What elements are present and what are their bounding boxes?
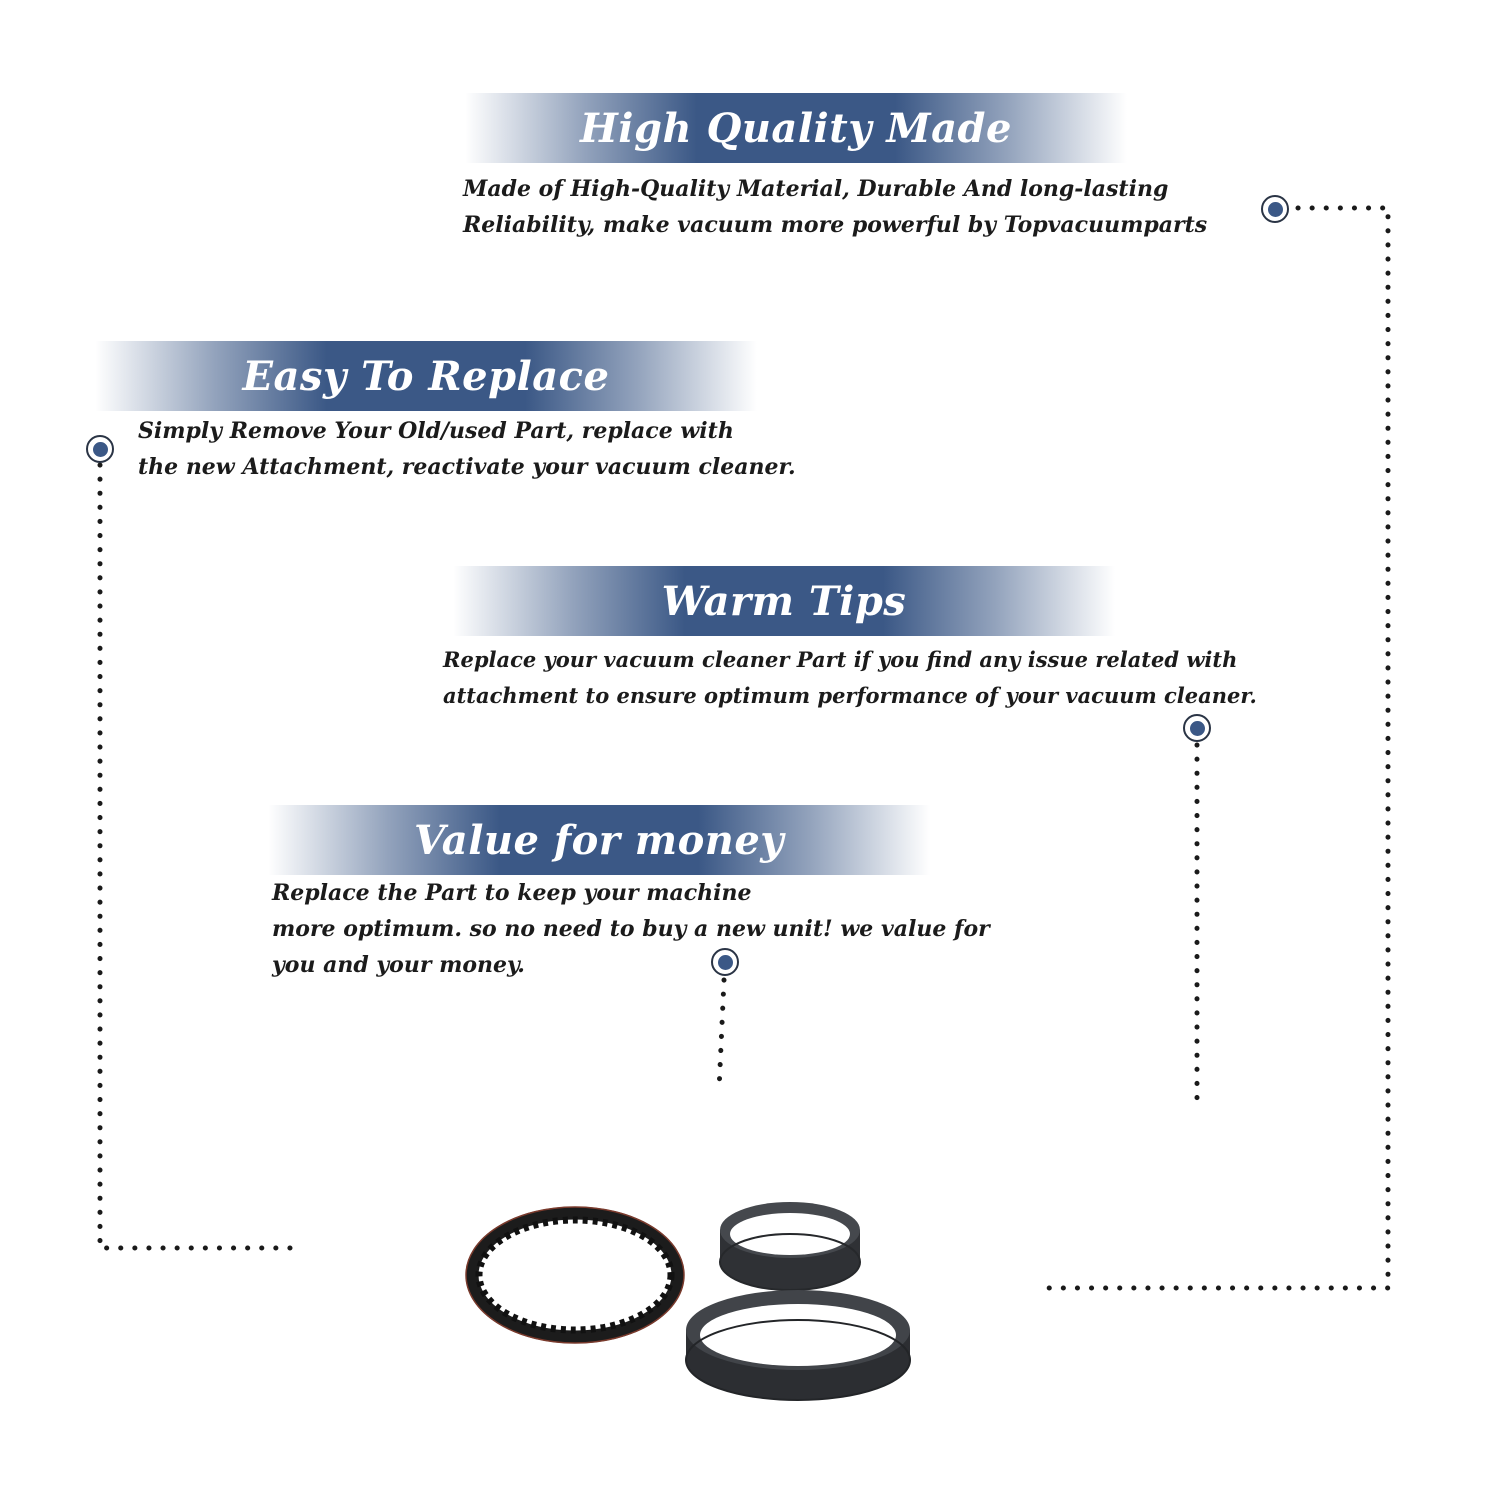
banner-high-quality: High Quality Made xyxy=(465,93,1127,163)
banner-title-high-quality: High Quality Made xyxy=(580,104,1012,152)
banner-easy-replace: Easy To Replace xyxy=(95,341,757,411)
bullet-high-quality xyxy=(1261,195,1289,223)
banner-value-money: Value for money xyxy=(268,805,930,875)
toothed-belt xyxy=(465,1206,685,1344)
bullet-easy-replace xyxy=(86,435,114,463)
desc-easy-replace-line1: Simply Remove Your Old/used Part, replac… xyxy=(138,418,734,444)
desc-easy-replace: Simply Remove Your Old/used Part, replac… xyxy=(138,413,796,485)
desc-easy-replace-line2: the new Attachment, reactivate your vacu… xyxy=(138,454,796,480)
bullet-warm-tips xyxy=(1183,714,1211,742)
desc-warm-tips-line2: attachment to ensure optimum performance… xyxy=(443,683,1257,708)
desc-warm-tips-line1: Replace your vacuum cleaner Part if you … xyxy=(443,647,1238,672)
flat-belt-small xyxy=(719,1202,861,1291)
desc-warm-tips: Replace your vacuum cleaner Part if you … xyxy=(443,642,1257,714)
banner-title-warm-tips: Warm Tips xyxy=(661,577,907,625)
desc-value-money: Replace the Part to keep your machine mo… xyxy=(272,875,990,983)
desc-value-money-line2: more optimum. so no need to buy a new un… xyxy=(272,916,990,942)
desc-high-quality-line1: Made of High-Quality Material, Durable A… xyxy=(463,176,1169,202)
desc-high-quality-line2: Reliability, make vacuum more powerful b… xyxy=(463,212,1208,238)
banner-warm-tips: Warm Tips xyxy=(453,566,1115,636)
desc-value-money-line1: Replace the Part to keep your machine xyxy=(272,880,752,906)
banner-title-easy-replace: Easy To Replace xyxy=(242,352,610,400)
banner-title-value-money: Value for money xyxy=(413,816,785,864)
desc-value-money-line3: you and your money. xyxy=(272,952,525,978)
desc-high-quality: Made of High-Quality Material, Durable A… xyxy=(463,171,1207,243)
flat-belt-large xyxy=(685,1290,911,1401)
bullet-value-money xyxy=(711,948,739,976)
